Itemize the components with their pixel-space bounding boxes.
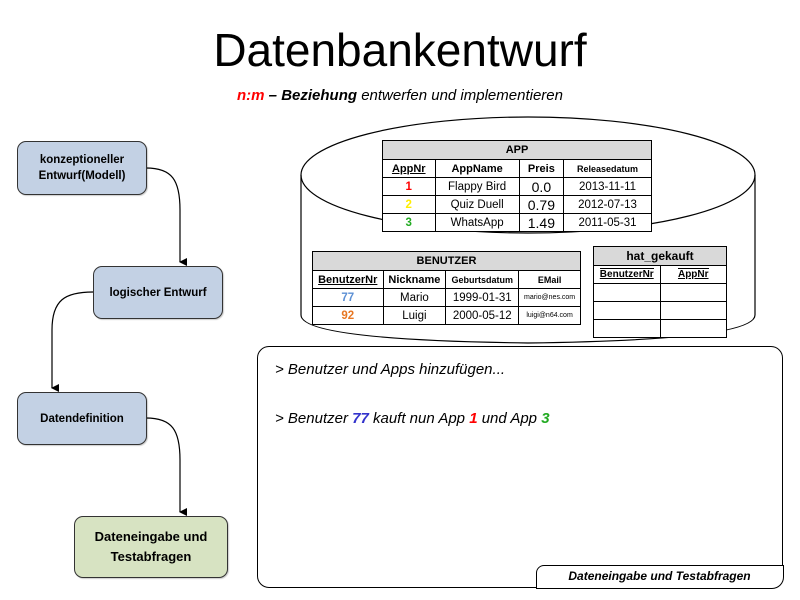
table-row: 92 Luigi 2000-05-12 luigi@n64.com xyxy=(312,306,581,325)
subtitle-bold: Beziehung xyxy=(281,87,358,104)
cell-empty xyxy=(593,301,661,320)
cell-preis: 0.79 xyxy=(518,195,565,214)
cell-appnr: 2 xyxy=(382,195,436,214)
line2-text-c: und App xyxy=(477,410,542,427)
col-benutzernr-fk: BenutzerNr xyxy=(593,265,661,284)
col-releasedatum: Releasedatum xyxy=(563,159,652,178)
col-appnr-fk: AppNr xyxy=(659,265,727,284)
table-benutzer: BENUTZER BenutzerNr Nickname Geburtsdatu… xyxy=(312,251,581,325)
terminal-panel: > Benutzer und Apps hinzufügen... > Benu… xyxy=(257,346,784,589)
cell-appnr: 1 xyxy=(382,177,436,196)
table-hat-gekauft: hat_gekauft BenutzerNr AppNr xyxy=(593,246,727,338)
cell-appname: Flappy Bird xyxy=(434,177,520,196)
table-app: APP AppNr AppName Preis Releasedatum 1 F… xyxy=(382,140,652,232)
table-app-title: APP xyxy=(382,140,652,160)
flow-step-logischer-entwurf[interactable]: logischer Entwurf xyxy=(93,266,223,319)
arrow-step1-to-step2 xyxy=(145,167,187,266)
col-geburtsdatum: Geburtsdatum xyxy=(445,270,520,289)
cell-releasedatum: 2012-07-13 xyxy=(563,195,652,214)
col-preis: Preis xyxy=(518,159,565,178)
page-subtitle: n:m – Beziehung entwerfen und implementi… xyxy=(0,86,800,106)
terminal-line-2: > Benutzer 77 kauft nun App 1 und App 3 xyxy=(275,410,550,427)
cell-nickname: Luigi xyxy=(382,306,447,325)
cell-empty xyxy=(659,301,727,320)
cell-geburtsdatum: 1999-01-31 xyxy=(445,288,520,307)
table-row-empty xyxy=(593,301,727,320)
cell-empty xyxy=(659,319,727,338)
flow-step-datendefinition[interactable]: Datendefinition xyxy=(17,392,147,445)
cell-appname: WhatsApp xyxy=(434,213,520,232)
col-nickname: Nickname xyxy=(382,270,447,289)
database-cylinder xyxy=(300,116,756,344)
cell-nickname: Mario xyxy=(382,288,447,307)
line2-text-b: kauft nun App xyxy=(368,410,470,427)
cell-empty xyxy=(659,283,727,302)
subtitle-dash: – xyxy=(264,87,282,104)
step2-label: logischer Entwurf xyxy=(109,286,207,299)
terminal-tab-label[interactable]: Dateneingabe und Testabfragen xyxy=(535,564,784,589)
cell-benutzernr: 77 xyxy=(312,288,384,307)
cell-email: mario@nes.com xyxy=(518,288,581,307)
line2-app-1: 1 xyxy=(469,410,478,427)
table-benutzer-title: BENUTZER xyxy=(312,251,581,271)
line2-text-a: > Benutzer xyxy=(275,410,353,427)
terminal-line-1: > Benutzer und Apps hinzufügen... xyxy=(275,361,506,378)
subtitle-relation: n:m xyxy=(237,87,265,104)
table-row-empty xyxy=(593,319,727,338)
col-email: EMail xyxy=(518,270,581,289)
cell-email: luigi@n64.com xyxy=(518,306,581,325)
page-title: Datenbankentwurf xyxy=(213,24,587,76)
cell-benutzernr: 92 xyxy=(312,306,384,325)
line2-app-3: 3 xyxy=(541,410,550,427)
cell-preis: 0.0 xyxy=(518,177,565,196)
cell-empty xyxy=(593,319,661,338)
col-appnr: AppNr xyxy=(382,159,436,178)
col-benutzernr: BenutzerNr xyxy=(312,270,384,289)
step1-line2: Entwurf(Modell) xyxy=(38,170,126,182)
table-row: 3 WhatsApp 1.49 2011-05-31 xyxy=(382,213,652,232)
cell-appnr: 3 xyxy=(382,213,436,232)
line2-user-id: 77 xyxy=(352,410,369,427)
cell-releasedatum: 2013-11-11 xyxy=(563,177,652,196)
cell-appname: Quiz Duell xyxy=(434,195,520,214)
table-row-empty xyxy=(593,283,727,302)
table-hat-gekauft-title: hat_gekauft xyxy=(593,246,727,266)
arrow-step2-to-step3 xyxy=(51,291,94,392)
subtitle-rest: entwerfen und implementieren xyxy=(357,87,563,104)
col-appname: AppName xyxy=(434,159,520,178)
step1-line1: konzeptioneller xyxy=(39,154,125,166)
step3-label: Datendefinition xyxy=(40,412,124,425)
table-row: 2 Quiz Duell 0.79 2012-07-13 xyxy=(382,195,652,214)
arrow-step3-to-step4 xyxy=(145,417,187,516)
table-row: 1 Flappy Bird 0.0 2013-11-11 xyxy=(382,177,652,196)
cell-releasedatum: 2011-05-31 xyxy=(563,213,652,232)
step4-line2: Testabfragen xyxy=(110,549,192,564)
table-row: 77 Mario 1999-01-31 mario@nes.com xyxy=(312,288,581,307)
cell-preis: 1.49 xyxy=(518,213,565,232)
cell-geburtsdatum: 2000-05-12 xyxy=(445,306,520,325)
cell-empty xyxy=(593,283,661,302)
step4-line1: Dateneingabe und xyxy=(94,529,208,544)
